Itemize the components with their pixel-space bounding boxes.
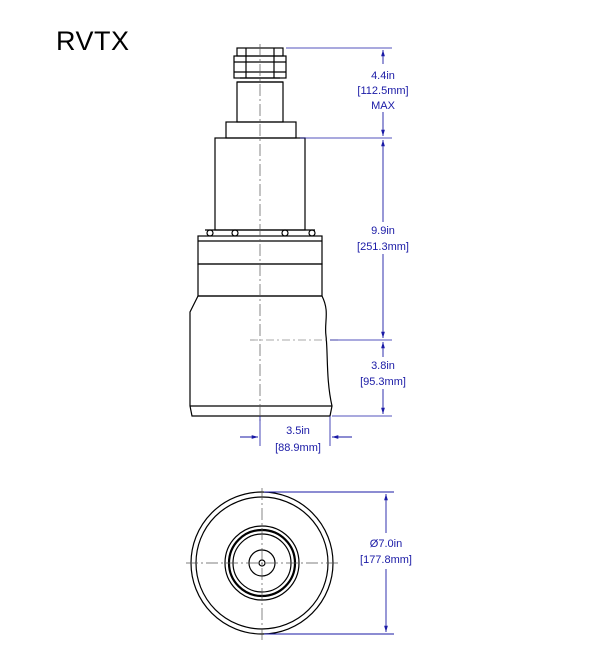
extension-lines: [259, 47, 392, 446]
dim-diameter-imperial: Ø7.0in: [370, 538, 402, 550]
dim-offset-metric: [88.9mm]: [275, 442, 321, 454]
dim-stem-imperial: 4.4in: [371, 70, 395, 82]
dim-body-imperial: 9.9in: [371, 225, 395, 237]
dim-stem-metric: [112.5mm]: [357, 85, 408, 97]
top-view: [186, 488, 338, 640]
dim-offset-imperial: 3.5in: [286, 425, 310, 437]
lower-body: [189, 295, 333, 417]
side-view: [189, 44, 340, 424]
collar: [225, 121, 297, 139]
drawing-title: RVTX: [56, 26, 130, 56]
dim-body-metric: [251.3mm]: [357, 241, 409, 253]
dim-base-imperial: 3.8in: [371, 360, 395, 372]
dim-stem-note: MAX: [371, 100, 396, 112]
dim-base-metric: [95.3mm]: [360, 376, 406, 388]
dim-diameter-metric: [177.8mm]: [360, 554, 412, 566]
